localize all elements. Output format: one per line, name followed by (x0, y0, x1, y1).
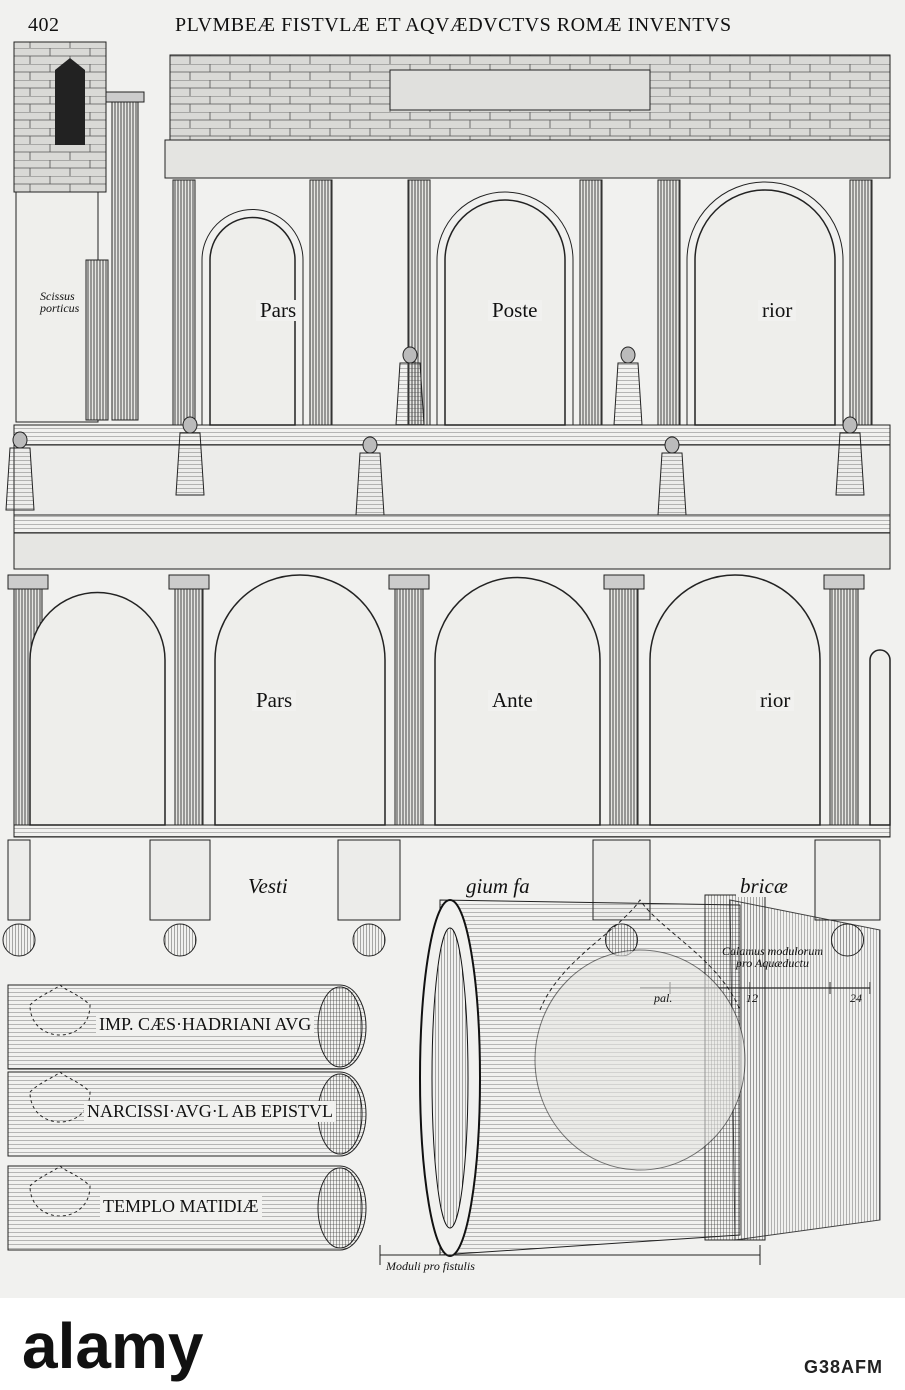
lower-arch (649, 574, 821, 826)
plinth (149, 839, 211, 921)
upper-column (579, 179, 603, 426)
scale-tick-pal: pal. (654, 991, 673, 1005)
statue-head (664, 436, 680, 454)
statues (5, 346, 865, 516)
statue-body (613, 362, 643, 426)
plate-title: PLVMBEÆ FISTVLÆ ET AQVÆDVCTVS ROMÆ INVEN… (175, 14, 732, 36)
pipe-inscription-1: IMP. CÆS·HADRIANI AVG (96, 1014, 315, 1035)
vestibule-label-2: gium fa (462, 876, 534, 897)
side-label-line-2: porticus (40, 301, 80, 315)
lower-capital (168, 574, 210, 590)
plinth (7, 839, 31, 921)
pipe-inscription-2: NARCISSI·AVG·L AB EPISTVL (84, 1101, 337, 1122)
statue-head (842, 416, 858, 434)
statue-body (835, 432, 865, 496)
lower-column (829, 584, 859, 826)
pipe-cross-section (29, 1071, 91, 1123)
lower-capital (603, 574, 645, 590)
upper-column (849, 179, 873, 426)
page-number: 402 (28, 14, 60, 36)
statue-head (362, 436, 378, 454)
upper-column (172, 179, 196, 426)
upper-arch-outline (686, 181, 844, 425)
pipe-section (352, 923, 386, 957)
statue-head (620, 346, 636, 364)
vestibule-label-1: Vesti (244, 876, 292, 897)
upper-label-3: rior (758, 300, 797, 321)
plinth (814, 839, 881, 921)
upper-column (309, 179, 333, 426)
lower-column (174, 584, 204, 826)
upper-label-1: Pars (256, 300, 301, 321)
scale-tick-12: 12 (746, 991, 758, 1005)
statue-body (175, 432, 205, 496)
lower-arch (869, 649, 891, 826)
pipe-end (317, 1167, 363, 1249)
watermark-footer: alamy G38AFM (0, 1298, 905, 1390)
alamy-logo-text: alamy (22, 1310, 204, 1382)
engraving-artwork (2, 41, 891, 1265)
lower-capital (823, 574, 865, 590)
scale-tick-24: 24 (850, 991, 862, 1005)
scale-caption: Calamus modulorum pro Aquæductu (718, 945, 827, 969)
lower-label-1: Pars (252, 690, 297, 711)
pipe-section (2, 923, 36, 957)
upper-arch-outline (436, 191, 574, 425)
statue-head (402, 346, 418, 364)
modules-caption: Moduli pro fistulis (386, 1259, 475, 1273)
statue-body (657, 452, 687, 516)
plinths (2, 839, 881, 957)
pipe-cross-section (29, 984, 91, 1036)
engraving-plate: 402 PLVMBEÆ FISTVLÆ ET AQVÆDVCTVS ROMÆ I… (0, 0, 905, 1298)
lower-label-2: Ante (488, 690, 537, 711)
large-pipe (379, 894, 881, 1265)
upper-arch-outline (201, 209, 304, 425)
lower-capital (388, 574, 430, 590)
lower-column (609, 584, 639, 826)
lower-arch (214, 574, 386, 826)
upper-arch (209, 216, 296, 426)
pipe-end (317, 986, 363, 1068)
left-tower (13, 41, 145, 423)
lower-arcade (7, 574, 891, 826)
statue-body (395, 362, 425, 426)
upper-label-2: Poste (488, 300, 542, 321)
lower-column (394, 584, 424, 826)
plinth (337, 839, 401, 921)
side-label: Scissus porticus (36, 290, 83, 314)
statue-head (12, 431, 28, 449)
vestibule-label-3: bricæ (736, 876, 792, 897)
scale-caption-line-1: Calamus modulorum (722, 944, 824, 958)
upper-column (657, 179, 681, 426)
lower-capital (7, 574, 49, 590)
scale-caption-line-2: pro Aquæductu (736, 956, 810, 970)
lower-label-3: rior (756, 690, 795, 711)
lower-arch (29, 591, 166, 826)
pipe-cross-section (29, 1165, 91, 1217)
image-id: G38AFM (803, 1357, 883, 1377)
statue-body (355, 452, 385, 516)
side-label-line-1: Scissus (40, 289, 75, 303)
statue-body (5, 447, 35, 511)
pipe-inscription-3: TEMPLO MATIDIÆ (100, 1196, 262, 1217)
alamy-logo: alamy (22, 1310, 204, 1382)
statue-head (182, 416, 198, 434)
pipe-section (163, 923, 197, 957)
